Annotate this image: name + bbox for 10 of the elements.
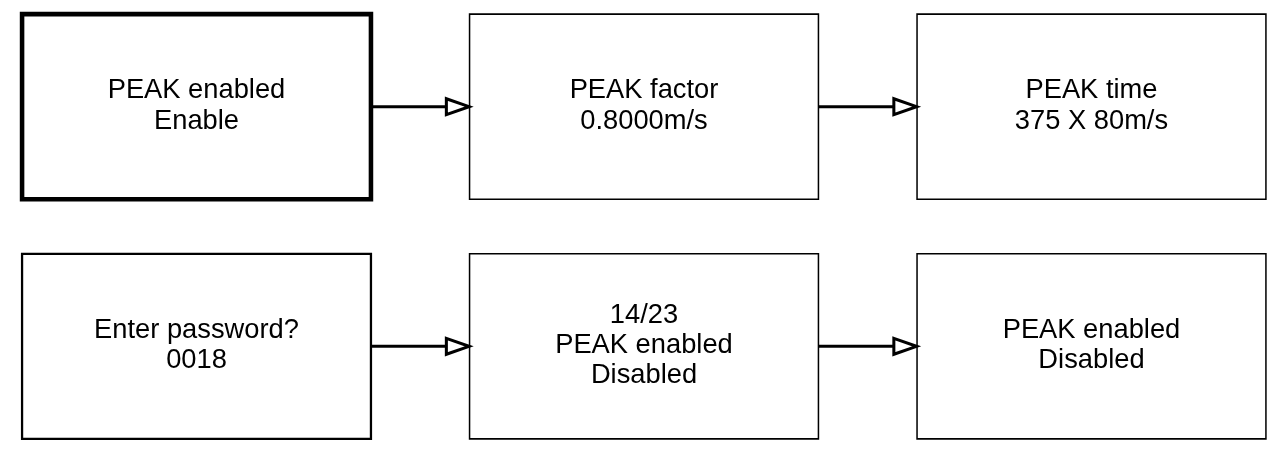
node-box: Enter password? 0018 (20, 252, 372, 440)
arrow (818, 336, 921, 357)
node-box: PEAK enabled Enable (19, 11, 373, 202)
arrow (370, 336, 474, 357)
node-box: PEAK time 375 X 80m/s (915, 13, 1267, 200)
node-box: 14/23 PEAK enabled Disabled (468, 253, 819, 440)
arrow (370, 96, 474, 117)
node-box: PEAK enabled Disabled (915, 253, 1267, 440)
arrow (818, 96, 921, 117)
node-box: PEAK factor 0.8000m/s (468, 13, 819, 200)
